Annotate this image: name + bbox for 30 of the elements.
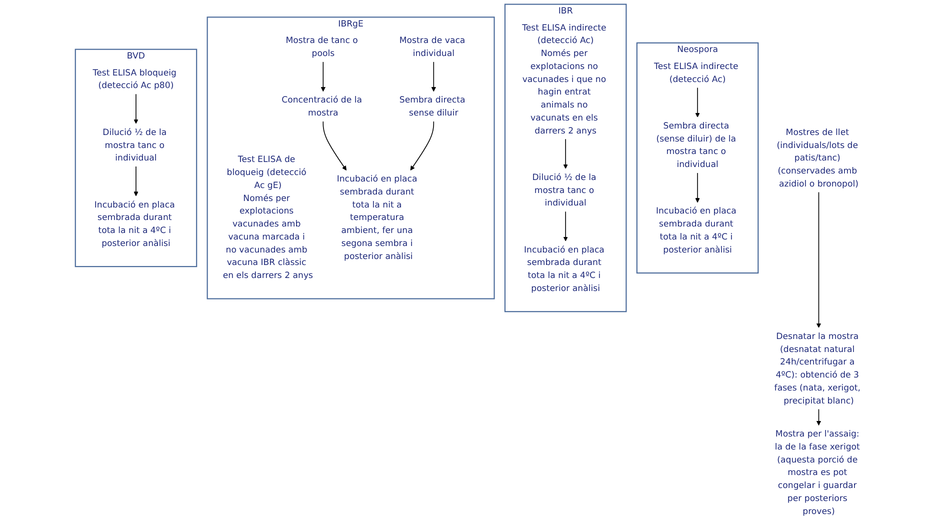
node-text: Mostra de vaca individual [399,35,466,58]
node-text: Test ELISA indirecte (detecció Ac) [654,60,738,84]
node-text: Sembra directa (sense diluir) de la mostra tanc o individual [656,120,736,170]
arrow [695,172,700,203]
node-text: Mostra per l'assaig: la de la fase xerigot (aquesta porció de mostra es pot congelar i guardar per posteriors proves) [774,428,860,516]
arrow [322,121,347,170]
node-text: Incubació en placa sembrada durant tota la nit a 4ºC i posterior anàlisi [656,206,736,254]
arrow [410,121,434,170]
node-text: Mostra de tanc o pools [286,35,358,58]
node-text: Dilució ½ de la mostra tanc o individual [532,172,596,208]
arrow [816,192,822,328]
arrow [320,62,326,92]
node-text: Incubació en placa sembrada durant tota la nit a temperatura ambient, fer una segona sembra i posterior anàlisi [336,174,418,261]
node-text: Test ELISA indirecte (detecció Ac) Només per explotacions no vacunades i que no hagin entrat animals no vacunats en els darrers 2 anys [522,22,606,136]
node-text: Desnatar la mostra (desnatat natural 24h/centrifugar a 4ºC): obtenció de 3 fases (nata, xerigot, precipitat blanc) [774,330,860,406]
node-text: Sembra directa sense diluir [399,94,466,118]
node-text: Incubació en placa sembrada durant tota la nit a 4ºC i posterior anàlisi [94,199,175,248]
node-text: Incubació en placa sembrada durant tota la nit a 4ºC i posterior anàlisi [524,244,604,294]
arrow [563,211,568,242]
arrow [134,94,138,124]
arrow [563,138,568,169]
node-text: Dilució ½ de la mostra tanc o individual [102,126,167,163]
node-text: Concentració de la mostra [282,94,362,118]
arrow [431,62,436,92]
node-text: Mostres de llet (individuals/lots de patis/tanc) (conservades amb azidiol o bronopol) [776,126,858,189]
node-text: Test ELISA de bloqueig (detecció Ac gE) Només per explotacions vacunades amb vacuna marcada i no vacunades amb vacuna IBR clàssic en els darrers 2 anys [222,154,314,280]
arrow [695,87,700,118]
arrow [134,166,138,196]
node-text: Test ELISA bloqueig (detecció Ac p80) [92,67,176,90]
arrow [816,408,822,426]
